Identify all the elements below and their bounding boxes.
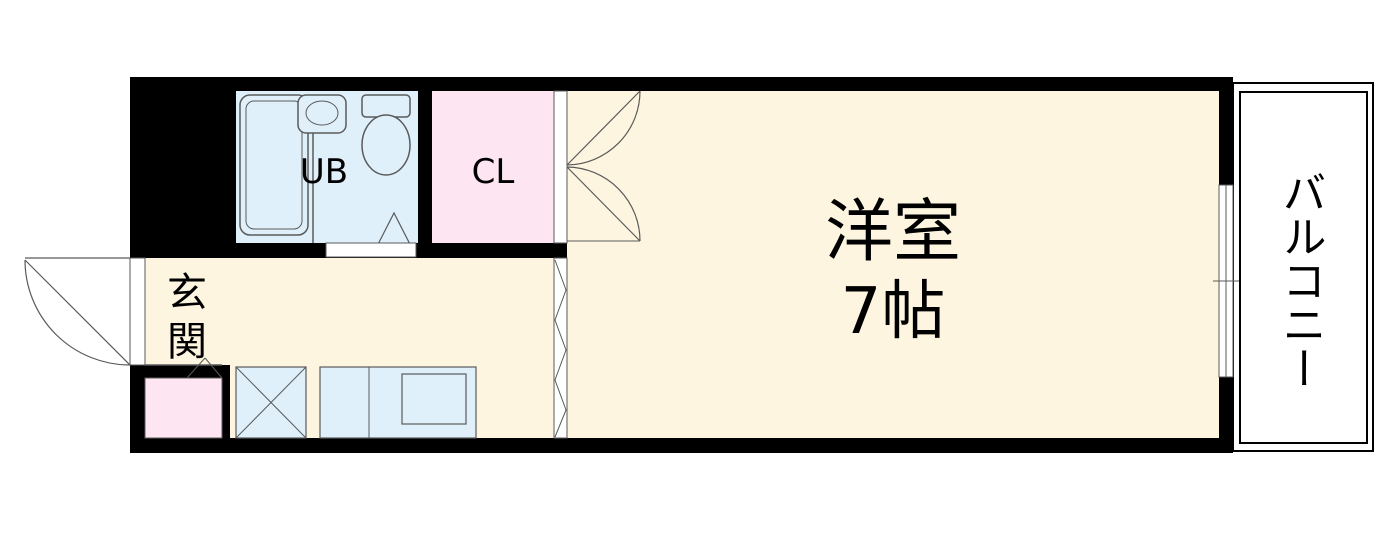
kitchen-sink (401, 373, 467, 425)
entrance-door-jamb (129, 257, 146, 366)
toilet-bowl (361, 114, 411, 176)
entrance-step-diagonal (186, 357, 206, 379)
closet-door-swing-lower (566, 166, 641, 242)
folding-partition (553, 257, 568, 439)
bathtub-inner (245, 100, 303, 230)
balcony (1232, 82, 1374, 452)
sink-bowl (305, 100, 339, 126)
western-room-size: 7帖 (841, 275, 946, 349)
entrance-label-1: 玄 (167, 270, 207, 316)
closet-door-jamb (553, 90, 568, 244)
bathtub (239, 94, 309, 236)
western-room-label: 洋室 (825, 193, 961, 272)
entrance-floor (145, 258, 230, 365)
folding-partition-zigzag (554, 259, 567, 438)
unit-bath-label: UB (300, 152, 348, 192)
entrance-label-2: 関 (167, 319, 207, 365)
closet-label: CL (472, 152, 515, 192)
bath-door-swing (371, 211, 417, 257)
closet-door-swing-upper (566, 90, 641, 166)
bath-door-opening (325, 242, 417, 258)
entrance-step-diagonal-2 (204, 357, 223, 379)
western-room-floor (567, 91, 1219, 438)
balcony-label: バルコニー (1275, 170, 1326, 390)
shoe-cabinet (144, 377, 223, 439)
closet-floor (432, 91, 554, 243)
washer-cross-2 (235, 366, 307, 439)
toilet-tank (361, 94, 411, 118)
balcony-railing (1239, 91, 1368, 444)
entrance-door-swing (24, 257, 131, 366)
